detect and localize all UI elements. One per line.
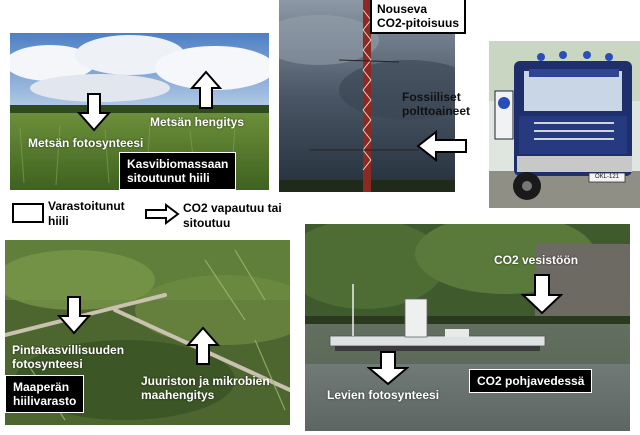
legend-stored-carbon-label: Varastoitunut hiili [48,199,125,228]
forest-respiration-label: Metsän hengitys [150,115,245,129]
truck-photo: OKL-121 [489,41,640,208]
arrow-left-icon [416,130,467,162]
arrow-down-icon [367,351,409,386]
arrow-right-icon [145,203,180,225]
legend-co2-flow-label: CO2 vapautuu tai sitoutuu [183,201,282,230]
arrow-down-icon [57,296,91,335]
arrow-up-icon [186,326,220,365]
legend-stored-carbon-swatch [12,203,44,223]
surface-vegetation-photosynthesis-label: Pintakasvillisuuden fotosynteesi [12,343,125,371]
arrow-down-icon [77,93,111,132]
co2-groundwater-box: CO2 pohjavedessä [468,369,593,393]
biomass-carbon-box: Kasvibiomassaan sitoutunut hiili [118,152,237,190]
lake-platform-photo [305,224,630,431]
lake-scene [305,224,630,431]
co2-to-water-label: CO2 vesistöön [494,253,579,267]
algae-photosynthesis-label: Levien fotosynteesi [327,388,440,402]
license-plate: OKL-121 [594,174,619,180]
soil-carbon-store-box: Maaperän hiilivarasto [4,375,85,413]
arrow-down-icon [521,274,563,315]
arrow-up-icon [190,70,222,109]
truck-scene [489,41,640,208]
rising-co2-box: Nouseva CO2-pitoisuus [370,0,467,34]
fossil-fuels-label: Fossiiliset polttoaineet [402,90,470,118]
root-microbe-respiration-label: Juuriston ja mikrobien maahengitys [141,374,270,402]
forest-photosynthesis-label: Metsän fotosynteesi [28,136,144,150]
